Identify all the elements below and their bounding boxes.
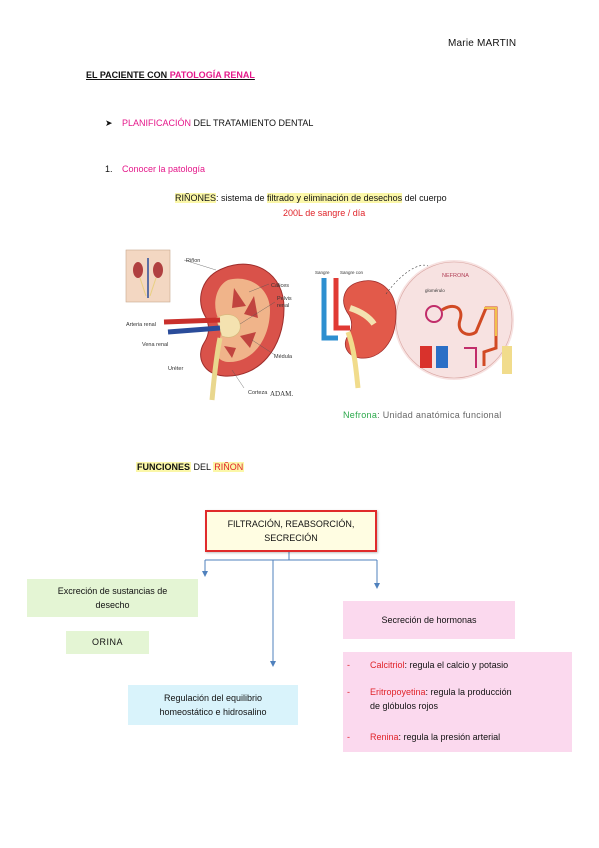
regulacion-line1: Regulación del equilibrio bbox=[163, 692, 263, 703]
main-line1: FILTRACIÓN, REABSORCIÓN, bbox=[227, 518, 355, 529]
label-glomerulo: glomérulo bbox=[425, 288, 445, 293]
label-pelvis-2: renal bbox=[277, 303, 289, 309]
adam-logo: ADAM. bbox=[270, 390, 293, 398]
hormone-text: : regula la presión arterial bbox=[398, 732, 501, 742]
hormone-text: : regula la producción bbox=[425, 687, 512, 697]
label-pelvis-1: Pelvis bbox=[277, 296, 292, 302]
funciones-highlight: RIÑON bbox=[213, 462, 245, 472]
hormone-name: Eritropoyetina bbox=[370, 687, 426, 697]
funciones-heading: FUNCIONES DEL RIÑON bbox=[136, 462, 245, 472]
blood-volume: 200L de sangre / día bbox=[283, 208, 366, 218]
regulacion-line2: homeostático e hidrosalino bbox=[159, 707, 267, 717]
numbered-item: 1. Conocer la patología bbox=[105, 164, 205, 174]
excrecion-line1: Excreción de sustancias de bbox=[57, 585, 168, 596]
excrecion-line2: desecho bbox=[95, 600, 130, 610]
kidney-filtrado: filtrado y eliminación de desechos bbox=[267, 193, 403, 203]
funciones-prefix: FUNCIONES bbox=[136, 462, 192, 472]
hormone-text: : regula el calcio y potasio bbox=[404, 660, 509, 670]
hormone-text-2: de glóbulos rojos bbox=[370, 700, 439, 711]
main-function-box: FILTRACIÓN, REABSORCIÓN, SECRECIÓN bbox=[205, 510, 377, 552]
secrecion-label: Secreción de hormonas bbox=[381, 614, 477, 625]
kidney-cross-section bbox=[125, 249, 285, 401]
nephron-illustration bbox=[321, 260, 514, 389]
nefrona-rest: : Unidad anatómica funcional bbox=[377, 410, 502, 420]
funciones-mid: DEL bbox=[191, 462, 214, 472]
excrecion-box: Excreción de sustancias de desecho bbox=[27, 579, 198, 617]
item-number: 1. bbox=[105, 164, 113, 174]
orina-label: ORINA bbox=[91, 637, 123, 648]
label-nefrona-title: NEFRONA bbox=[442, 273, 469, 279]
hormone-item: - Calcitriol: regula el calcio y potasio bbox=[347, 659, 509, 673]
hormone-dash: - bbox=[347, 660, 350, 670]
kidney-anatomy-figure: Riñon Cálices Arteria renal Pelvis renal… bbox=[125, 249, 514, 401]
secrecion-box: Secreción de hormonas bbox=[343, 601, 515, 639]
author-name: Marie MARTIN bbox=[448, 38, 517, 49]
title-highlight: PATOLOGÍA RENAL bbox=[169, 70, 255, 80]
hormone-item: - Eritropoyetina: regula la producción de … bbox=[347, 686, 512, 714]
label-ureter: Uréter bbox=[168, 366, 183, 372]
label-medula: Médula bbox=[274, 354, 293, 360]
regulacion-box: Regulación del equilibrio homeostático e … bbox=[128, 685, 298, 725]
title-prefix: EL PACIENTE CON bbox=[86, 70, 170, 80]
main-line2: SECRECIÓN bbox=[264, 533, 318, 543]
page-title: EL PACIENTE CON PATOLOGÍA RENAL bbox=[86, 70, 255, 80]
item-text: Conocer la patología bbox=[122, 164, 206, 174]
kidney-label: RIÑONES bbox=[175, 193, 217, 203]
label-arteria: Arteria renal bbox=[126, 322, 156, 328]
hormone-dash: - bbox=[347, 687, 350, 697]
label-calices: Cálices bbox=[271, 283, 289, 289]
hormone-name: Renina bbox=[370, 732, 399, 742]
hormone-dash: - bbox=[347, 732, 350, 742]
label-sangre-2: Sangre con bbox=[340, 270, 364, 275]
arrow-bullet-icon: ➤ bbox=[105, 118, 113, 128]
hormone-item: - Renina: regula la presión arterial bbox=[347, 731, 501, 745]
kidney-colon: : sistema de bbox=[216, 193, 268, 203]
bullet-highlight: PLANIFICACIÓN bbox=[122, 118, 192, 128]
nefrona-caption: Nefrona: Unidad anatómica funcional bbox=[343, 410, 502, 420]
label-rinon: Riñon bbox=[186, 258, 200, 264]
orina-box: ORINA bbox=[66, 631, 149, 654]
label-vena: Vena renal bbox=[142, 342, 168, 348]
hormone-name: Calcitriol bbox=[370, 660, 405, 670]
nefrona-word: Nefrona bbox=[343, 410, 378, 420]
section-bullet: ➤ PLANIFICACIÓN DEL TRATAMIENTO DENTAL bbox=[105, 118, 313, 129]
bullet-rest: DEL TRATAMIENTO DENTAL bbox=[191, 118, 314, 128]
label-sangre-1: Sangre bbox=[315, 270, 330, 275]
hormones-box: -Calcitriol: regula el calcio y potasio … bbox=[343, 652, 572, 752]
kidney-rest: del cuerpo bbox=[402, 193, 447, 203]
kidney-definition: RIÑONES: sistema de filtrado y eliminaci… bbox=[175, 193, 447, 203]
label-corteza: Corteza bbox=[248, 390, 268, 396]
